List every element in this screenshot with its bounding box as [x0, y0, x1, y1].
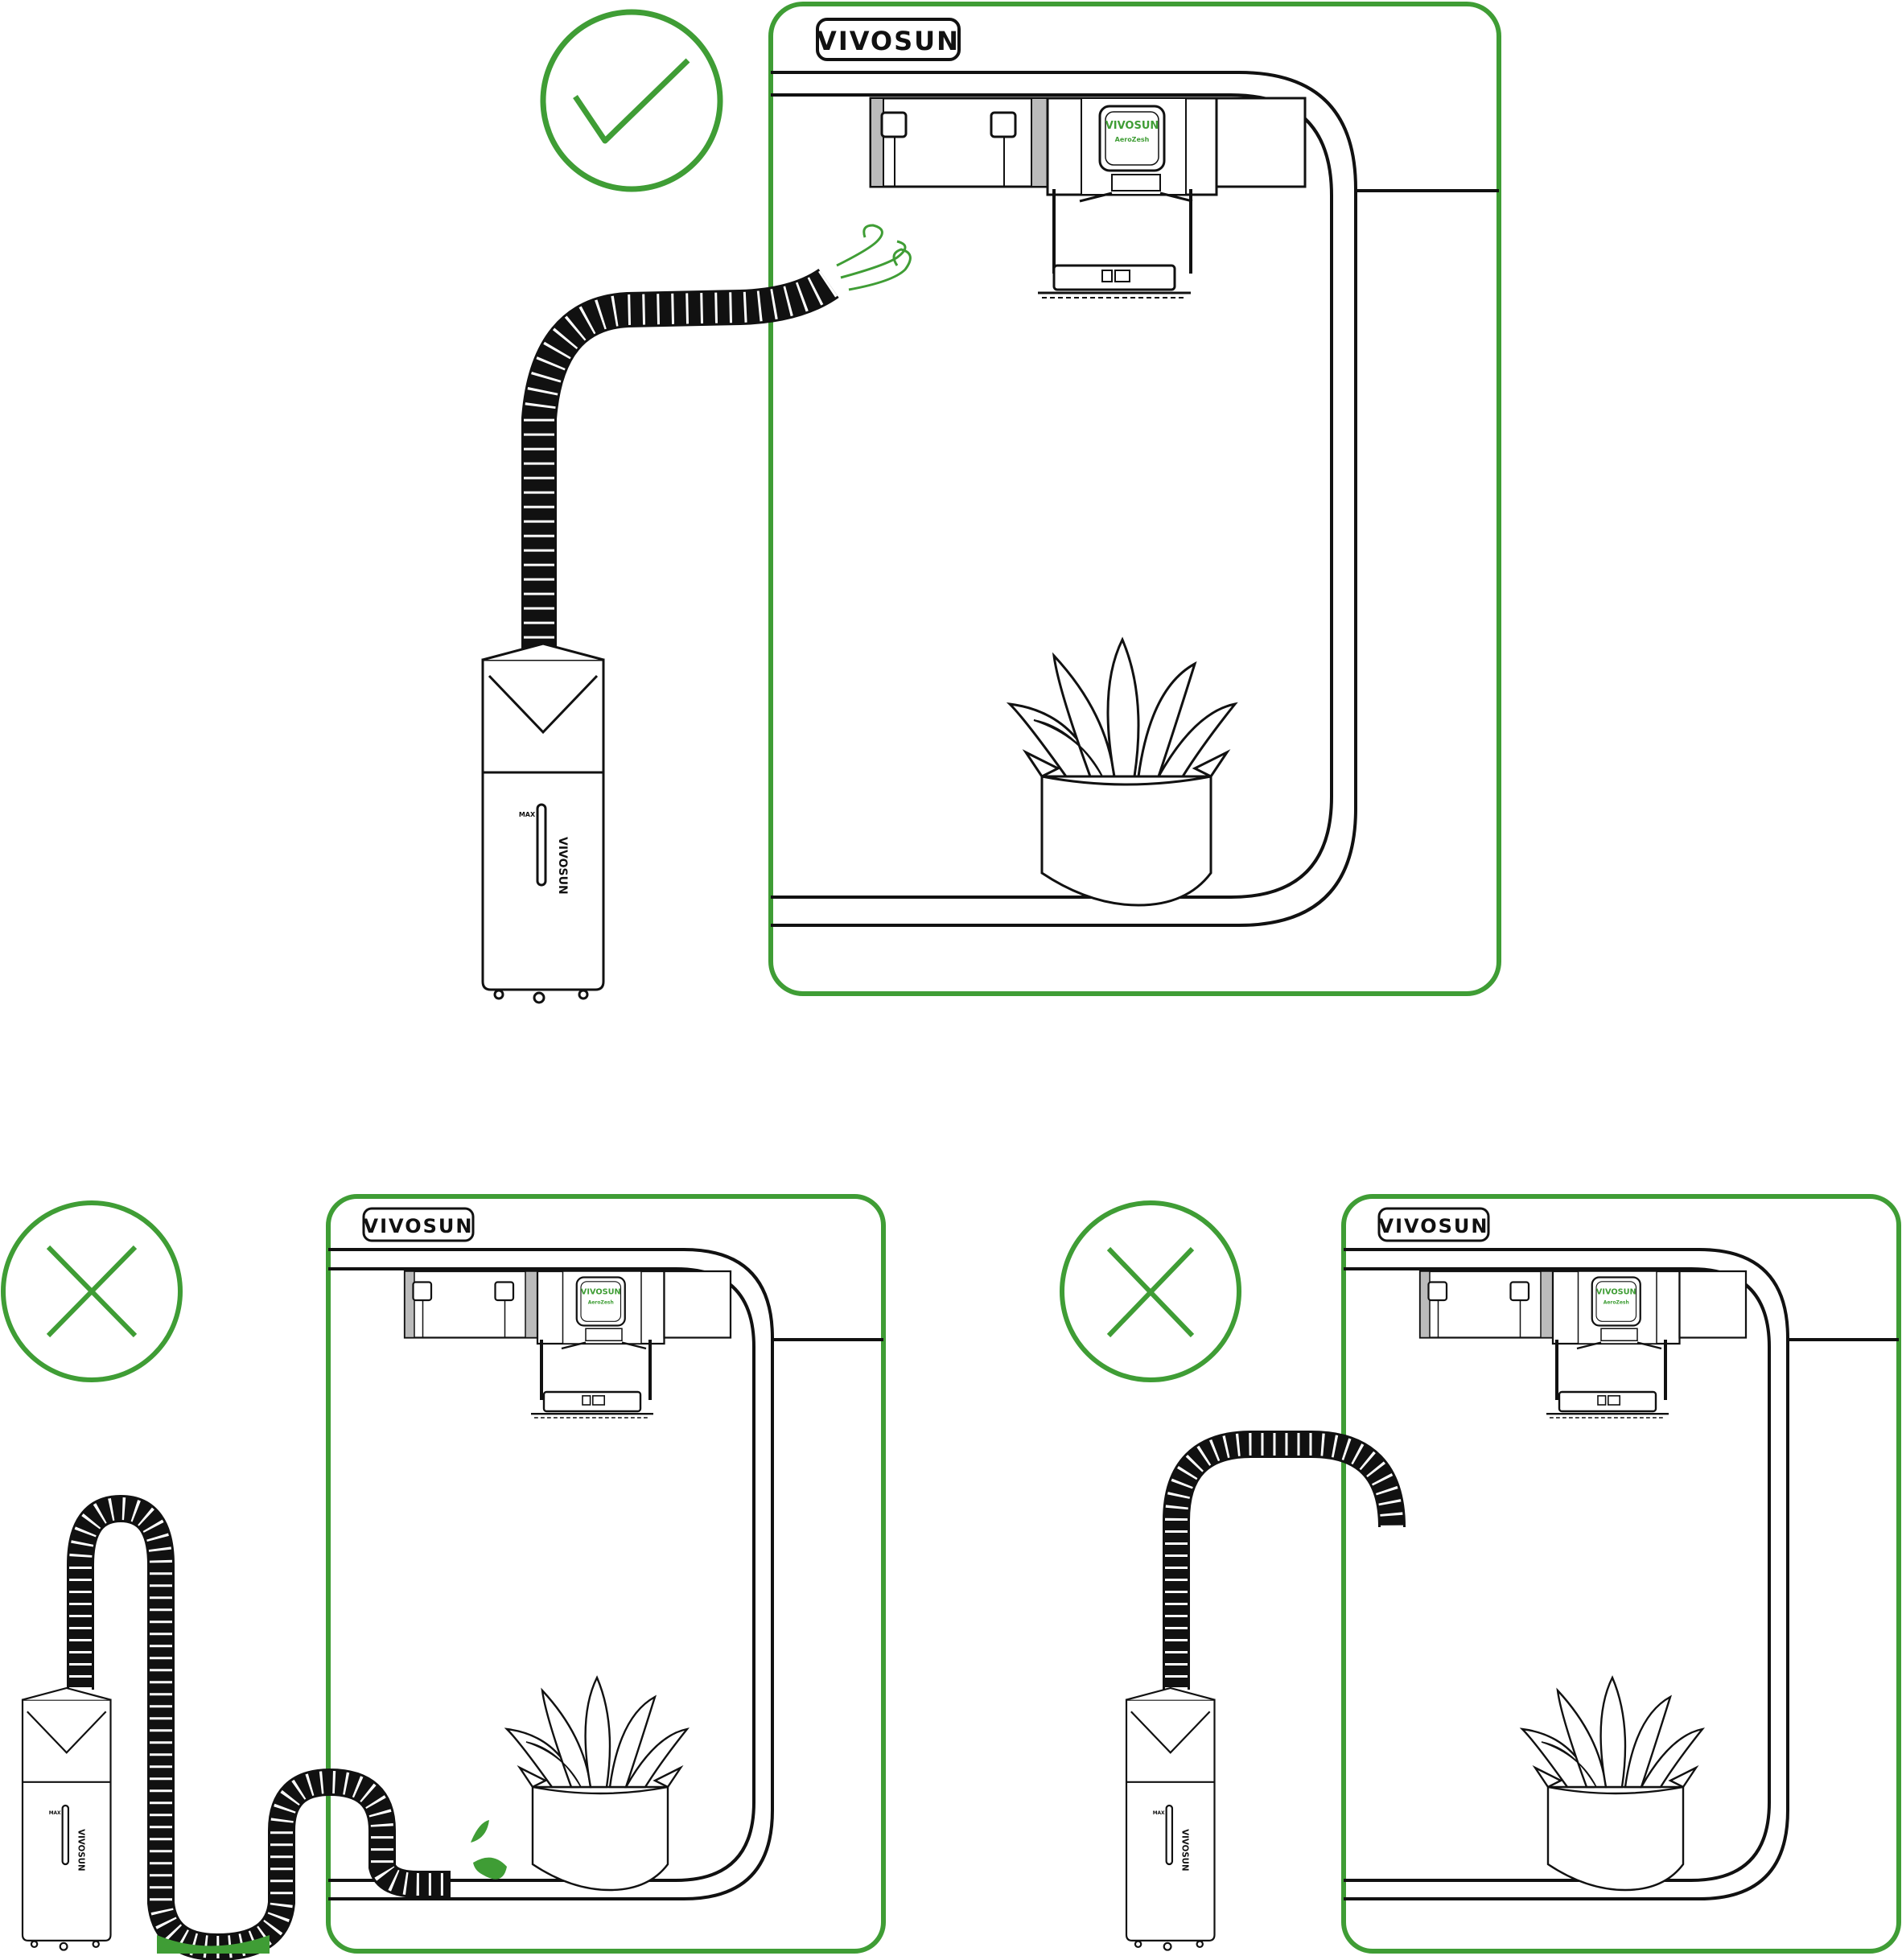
water-drop-icon [471, 1820, 507, 1880]
verdict-badge-wrong-right [1060, 1200, 1241, 1382]
potted-plant [505, 1676, 689, 1892]
humidifier-brand: VIVOSUN [556, 837, 569, 895]
potted-plant [1008, 638, 1237, 907]
grow-tent-frame [326, 1194, 886, 1954]
checkmark-icon [573, 58, 690, 144]
humidifier-tower: MAX VIVOSUN [1125, 1686, 1216, 1951]
inline-fan: VIVOSUN AeroZesh [403, 1270, 732, 1350]
panel-wrong-high: VIVOSUN VIVOSUN AeroZesh MAX VIVOSUN [1060, 1194, 1901, 1954]
verdict-badge-correct [540, 9, 723, 192]
tent-outline-outer [328, 1248, 774, 1900]
verdict-badge-wrong-left [1, 1200, 183, 1382]
humidifier-brand: VIVOSUN [1179, 1829, 1188, 1871]
panel-correct: VIVOSUN VIVOSUN AeroZesh [481, 2, 1501, 1004]
cross-icon [46, 1245, 138, 1338]
brand-logo: VIVOSUN [362, 1207, 475, 1242]
grow-tent-frame [768, 2, 1501, 996]
fan-brand: VIVOSUN [1596, 1288, 1636, 1297]
brand-name: VIVOSUN [364, 1215, 474, 1237]
inline-fan: VIVOSUN AeroZesh [869, 97, 1307, 203]
humidifier-level-label: MAX [1153, 1811, 1165, 1816]
condensation-pool [157, 1935, 270, 1954]
controller-unit [1036, 264, 1192, 299]
humidifier-tower: MAX VIVOSUN [21, 1686, 112, 1951]
brand-name: VIVOSUN [1379, 1215, 1489, 1237]
humidifier-tower: MAX VIVOSUN [481, 642, 605, 1004]
grow-tent-frame [1341, 1194, 1901, 1954]
brand-logo: VIVOSUN [1377, 1207, 1490, 1242]
humidifier-level-label: MAX [49, 1811, 61, 1816]
potted-plant [1521, 1676, 1704, 1892]
tent-outline-outer [1344, 1248, 1789, 1900]
fan-model: AeroZesh [588, 1300, 614, 1306]
fan-model: AeroZesh [1115, 136, 1150, 143]
cross-icon [1106, 1246, 1195, 1338]
controller-unit [1545, 1390, 1670, 1419]
humidifier-brand: VIVOSUN [76, 1829, 84, 1871]
humidifier-hose [521, 268, 839, 660]
airflow-icon [836, 224, 912, 291]
fan-brand: VIVOSUN [581, 1288, 621, 1297]
tent-outline-outer [771, 71, 1357, 927]
controller-unit [529, 1390, 655, 1419]
brand-logo: VIVOSUN [816, 18, 961, 61]
fan-brand: VIVOSUN [1105, 120, 1159, 132]
inline-fan: VIVOSUN AeroZesh [1418, 1270, 1748, 1350]
humidifier-level-label: MAX [519, 811, 536, 818]
panel-wrong-floor: VIVOSUN VIVOSUN AeroZesh MAX [1, 1194, 886, 1960]
humidifier-hose [1163, 1431, 1406, 1690]
brand-name: VIVOSUN [817, 26, 960, 56]
fan-model: AeroZesh [1604, 1300, 1629, 1306]
